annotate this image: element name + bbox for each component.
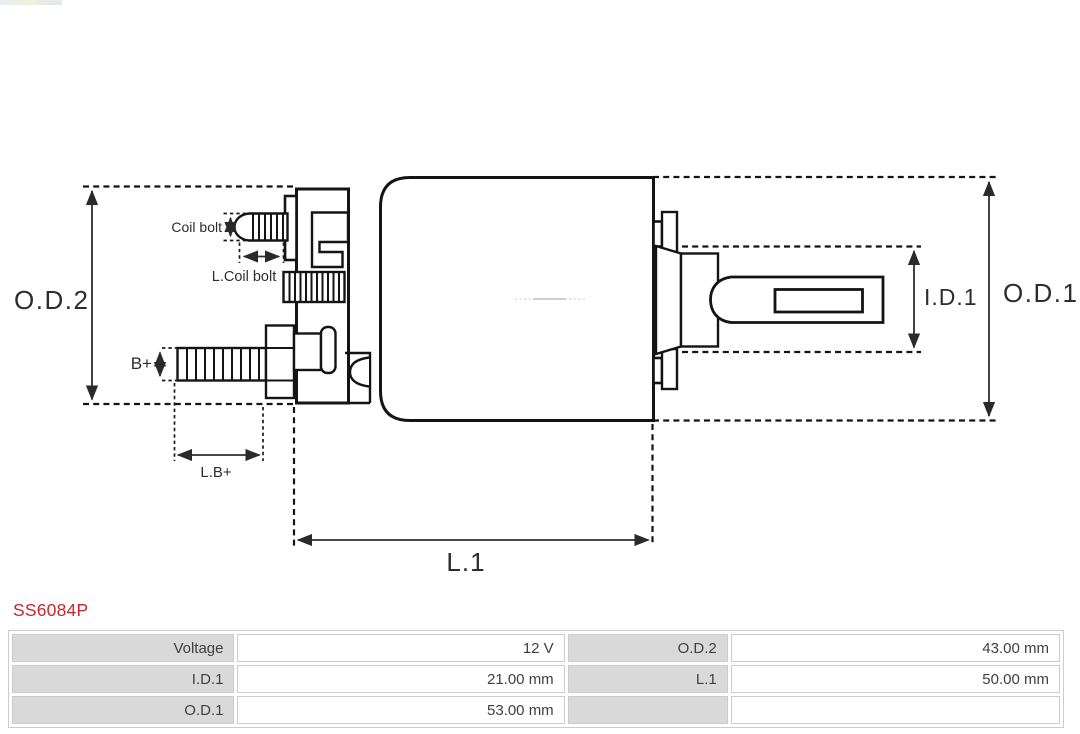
label-lbplus: L.B+ [200, 464, 232, 481]
spec-value-empty [730, 696, 1060, 724]
plunger-drawing [654, 244, 885, 356]
label-b-plus: B+ [131, 354, 152, 373]
label-id1: I.D.1 [924, 284, 978, 310]
label-l1: L.1 [446, 547, 485, 577]
terminal-studs-drawing [652, 210, 679, 391]
part-number: SS6084P [13, 600, 89, 620]
spec-value-od1: 53.00 mm [237, 696, 565, 724]
spec-value-od2: 43.00 mm [730, 634, 1060, 662]
dimension-l-coil-bolt: L.Coil bolt [212, 242, 285, 285]
spec-table: Voltage 12 V O.D.2 43.00 mm I.D.1 21.00 … [8, 630, 1064, 728]
spec-value-l1: 50.00 mm [730, 665, 1060, 693]
spec-value-id1: 21.00 mm [237, 665, 565, 693]
label-coil-bolt: Coil bolt [171, 219, 222, 235]
coil-bolt-drawing: Coil bolt [171, 212, 289, 242]
spec-row: O.D.1 53.00 mm [12, 696, 1060, 724]
label-l-coil-bolt: L.Coil bolt [212, 269, 276, 285]
dimension-od1: O.D.1 [653, 175, 1078, 422]
spec-row: I.D.1 21.00 mm L.1 50.00 mm [12, 665, 1060, 693]
solenoid-body-drawing [379, 176, 655, 422]
spec-label-l1: L.1 [567, 665, 728, 693]
dimension-id1: I.D.1 [682, 245, 978, 354]
spec-label-od2: O.D.2 [567, 634, 728, 662]
label-od1: O.D.1 [1003, 278, 1078, 308]
solenoid-cap-drawing [282, 187, 372, 405]
spec-row: Voltage 12 V O.D.2 43.00 mm [12, 634, 1060, 662]
spec-label-empty [567, 696, 728, 724]
b-plus-bolt-drawing: B+ [131, 324, 337, 400]
spec-label-od1: O.D.1 [12, 696, 235, 724]
spec-value-voltage: 12 V [237, 634, 565, 662]
solenoid-dimension-diagram: O.D.2 O.D.1 I.D.1 L.1 L.B+ [14, 175, 1078, 577]
dimension-l1: L.1 [292, 407, 654, 577]
spec-label-id1: I.D.1 [12, 665, 235, 693]
label-od2: O.D.2 [14, 285, 89, 315]
dimension-lbplus: L.B+ [173, 383, 264, 481]
dimension-od2: O.D.2 [14, 185, 294, 406]
spec-label-voltage: Voltage [12, 634, 235, 662]
screen-edge-artifact [0, 0, 62, 5]
